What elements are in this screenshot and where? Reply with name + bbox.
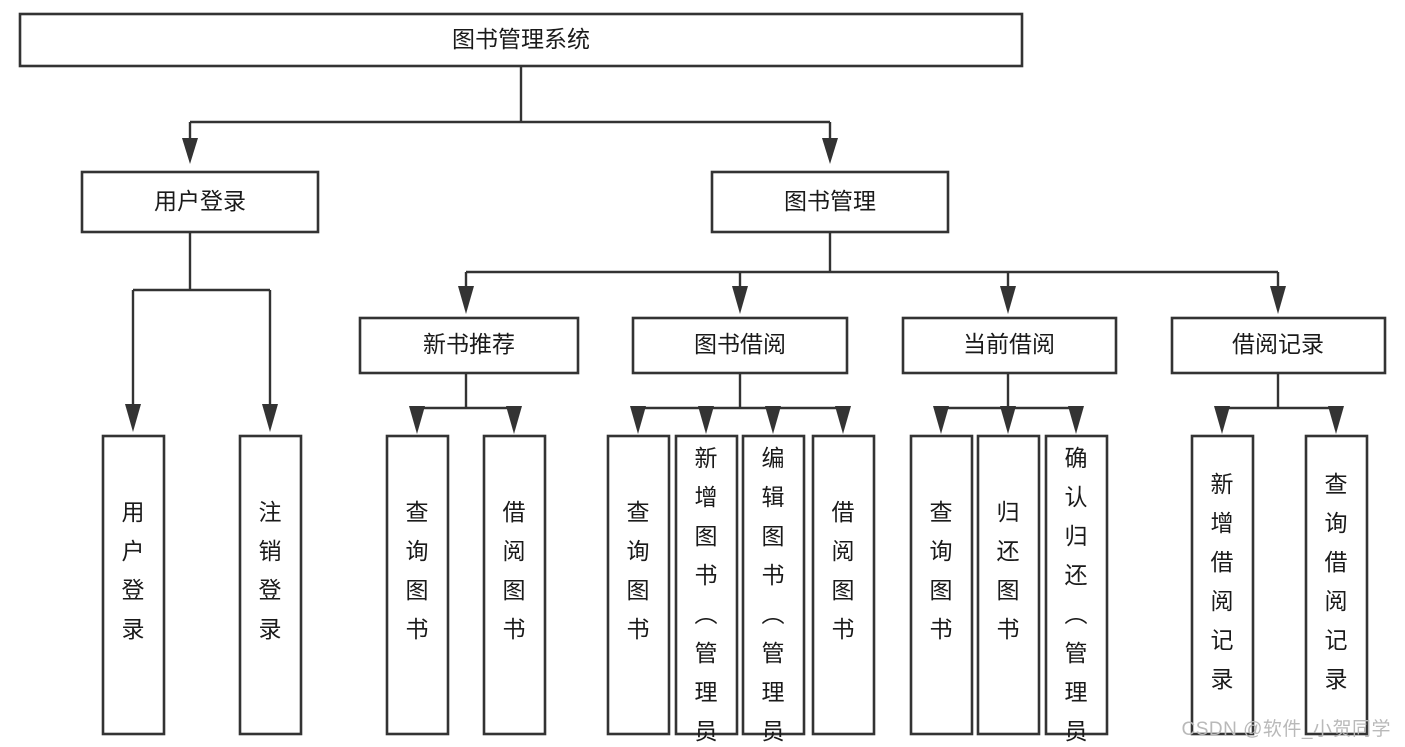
arrow-head-leaf-4: [506, 406, 522, 434]
arrow-head-leaf-1: [125, 404, 141, 432]
arrow-head-leaf-11: [1068, 406, 1084, 434]
connector-group-newbook: [409, 373, 522, 434]
leaf-node-5-label: 查询图书: [627, 499, 650, 642]
connector-group-current: [933, 373, 1084, 434]
leaf-node-12-box[interactable]: [1190, 434, 1255, 736]
leaf-node-7[interactable]: 编辑图书︵管理员︶: [741, 434, 806, 747]
arrow-head-bookmgmt: [822, 138, 838, 164]
leaf-node-9-box[interactable]: [909, 434, 974, 736]
leaf-node-5[interactable]: 查询图书: [606, 434, 671, 736]
leaf-node-9-label: 查询图书: [930, 499, 953, 642]
node-borrow-box[interactable]: [631, 316, 849, 375]
arrow-head-leaf-6: [698, 406, 714, 434]
leaf-node-13[interactable]: 查询借阅记录: [1304, 434, 1369, 736]
connector-group-login: [125, 232, 278, 432]
node-root-box[interactable]: [18, 12, 1024, 68]
arrow-head-borrow: [732, 286, 748, 314]
leaf-node-6-label: 新增图书︵管理员︶: [695, 445, 718, 747]
node-current[interactable]: 当前借阅: [901, 316, 1118, 375]
node-current-box[interactable]: [901, 316, 1118, 375]
leaf-node-8-box[interactable]: [811, 434, 876, 736]
leaf-node-2[interactable]: 注销登录: [238, 434, 303, 736]
leaf-node-10-box[interactable]: [976, 434, 1041, 736]
connector-group-root: [182, 66, 838, 164]
node-bookmgmt-label: 图书管理: [784, 188, 876, 214]
arrow-head-current: [1000, 286, 1016, 314]
node-records-box[interactable]: [1170, 316, 1387, 375]
leaf-node-13-box[interactable]: [1304, 434, 1369, 736]
leaf-node-10[interactable]: 归还图书: [976, 434, 1041, 736]
leaf-node-11[interactable]: 确认归还︵管理员︶: [1044, 434, 1109, 747]
leaf-node-5-box[interactable]: [606, 434, 671, 736]
leaf-node-2-box[interactable]: [238, 434, 303, 736]
connector-group-records: [1214, 373, 1344, 434]
leaf-node-8-label: 借阅图书: [832, 499, 855, 642]
leaf-node-12-label: 新增借阅记录: [1211, 471, 1234, 692]
node-newbook-label: 新书推荐: [423, 331, 515, 357]
node-bookmgmt-box[interactable]: [710, 170, 950, 234]
node-borrow-label: 图书借阅: [694, 331, 786, 357]
arrow-head-leaf-9: [933, 406, 949, 434]
arrow-head-leaf-8: [835, 406, 851, 434]
arrow-head-leaf-2: [262, 404, 278, 432]
node-newbook[interactable]: 新书推荐: [358, 316, 580, 375]
node-root-label: 图书管理系统: [452, 26, 590, 52]
node-login-box[interactable]: [80, 170, 320, 234]
node-current-label: 当前借阅: [963, 331, 1055, 357]
node-records[interactable]: 借阅记录: [1170, 316, 1387, 375]
arrow-head-login: [182, 138, 198, 164]
leaf-node-3-label: 查询图书: [406, 499, 429, 642]
node-bookmgmt[interactable]: 图书管理: [710, 170, 950, 234]
leaf-node-1-label: 用户登录: [122, 499, 145, 642]
arrow-head-leaf-5: [630, 406, 646, 434]
arrow-head-leaf-10: [1000, 406, 1016, 434]
node-login[interactable]: 用户登录: [80, 170, 320, 234]
arrow-head-newbook: [458, 286, 474, 314]
leaf-node-3-box[interactable]: [385, 434, 450, 736]
node-records-label: 借阅记录: [1232, 331, 1324, 357]
leaf-node-12[interactable]: 新增借阅记录: [1190, 434, 1255, 736]
leaf-node-6-box[interactable]: [674, 434, 739, 736]
leaf-node-1-box[interactable]: [101, 434, 166, 736]
leaf-node-11-label: 确认归还︵管理员︶: [1065, 445, 1088, 747]
arrow-head-leaf-3: [409, 406, 425, 434]
leaf-node-10-label: 归还图书: [997, 499, 1020, 642]
arrow-head-records: [1270, 286, 1286, 314]
leaf-node-7-box[interactable]: [741, 434, 806, 736]
leaf-node-9[interactable]: 查询图书: [909, 434, 974, 736]
leaf-node-8[interactable]: 借阅图书: [811, 434, 876, 736]
arrow-head-leaf-13: [1328, 406, 1344, 434]
leaf-node-3[interactable]: 查询图书: [385, 434, 450, 736]
node-borrow[interactable]: 图书借阅: [631, 316, 849, 375]
leaf-node-1[interactable]: 用户登录: [101, 434, 166, 736]
leaf-node-11-box[interactable]: [1044, 434, 1109, 736]
leaf-node-13-label: 查询借阅记录: [1325, 471, 1348, 692]
leaf-node-6[interactable]: 新增图书︵管理员︶: [674, 434, 739, 747]
connector-group-bookmgmt: [458, 232, 1286, 314]
node-newbook-box[interactable]: [358, 316, 580, 375]
connector-group-borrow: [630, 373, 851, 434]
node-login-label: 用户登录: [154, 188, 246, 214]
leaf-node-4[interactable]: 借阅图书: [482, 434, 547, 736]
leaf-node-4-box[interactable]: [482, 434, 547, 736]
arrow-head-leaf-7: [765, 406, 781, 434]
leaf-node-2-label: 注销登录: [259, 499, 282, 642]
leaf-node-7-label: 编辑图书︵管理员︶: [762, 445, 785, 747]
node-root[interactable]: 图书管理系统: [18, 12, 1024, 68]
arrow-head-leaf-12: [1214, 406, 1230, 434]
leaf-node-4-label: 借阅图书: [503, 499, 526, 642]
